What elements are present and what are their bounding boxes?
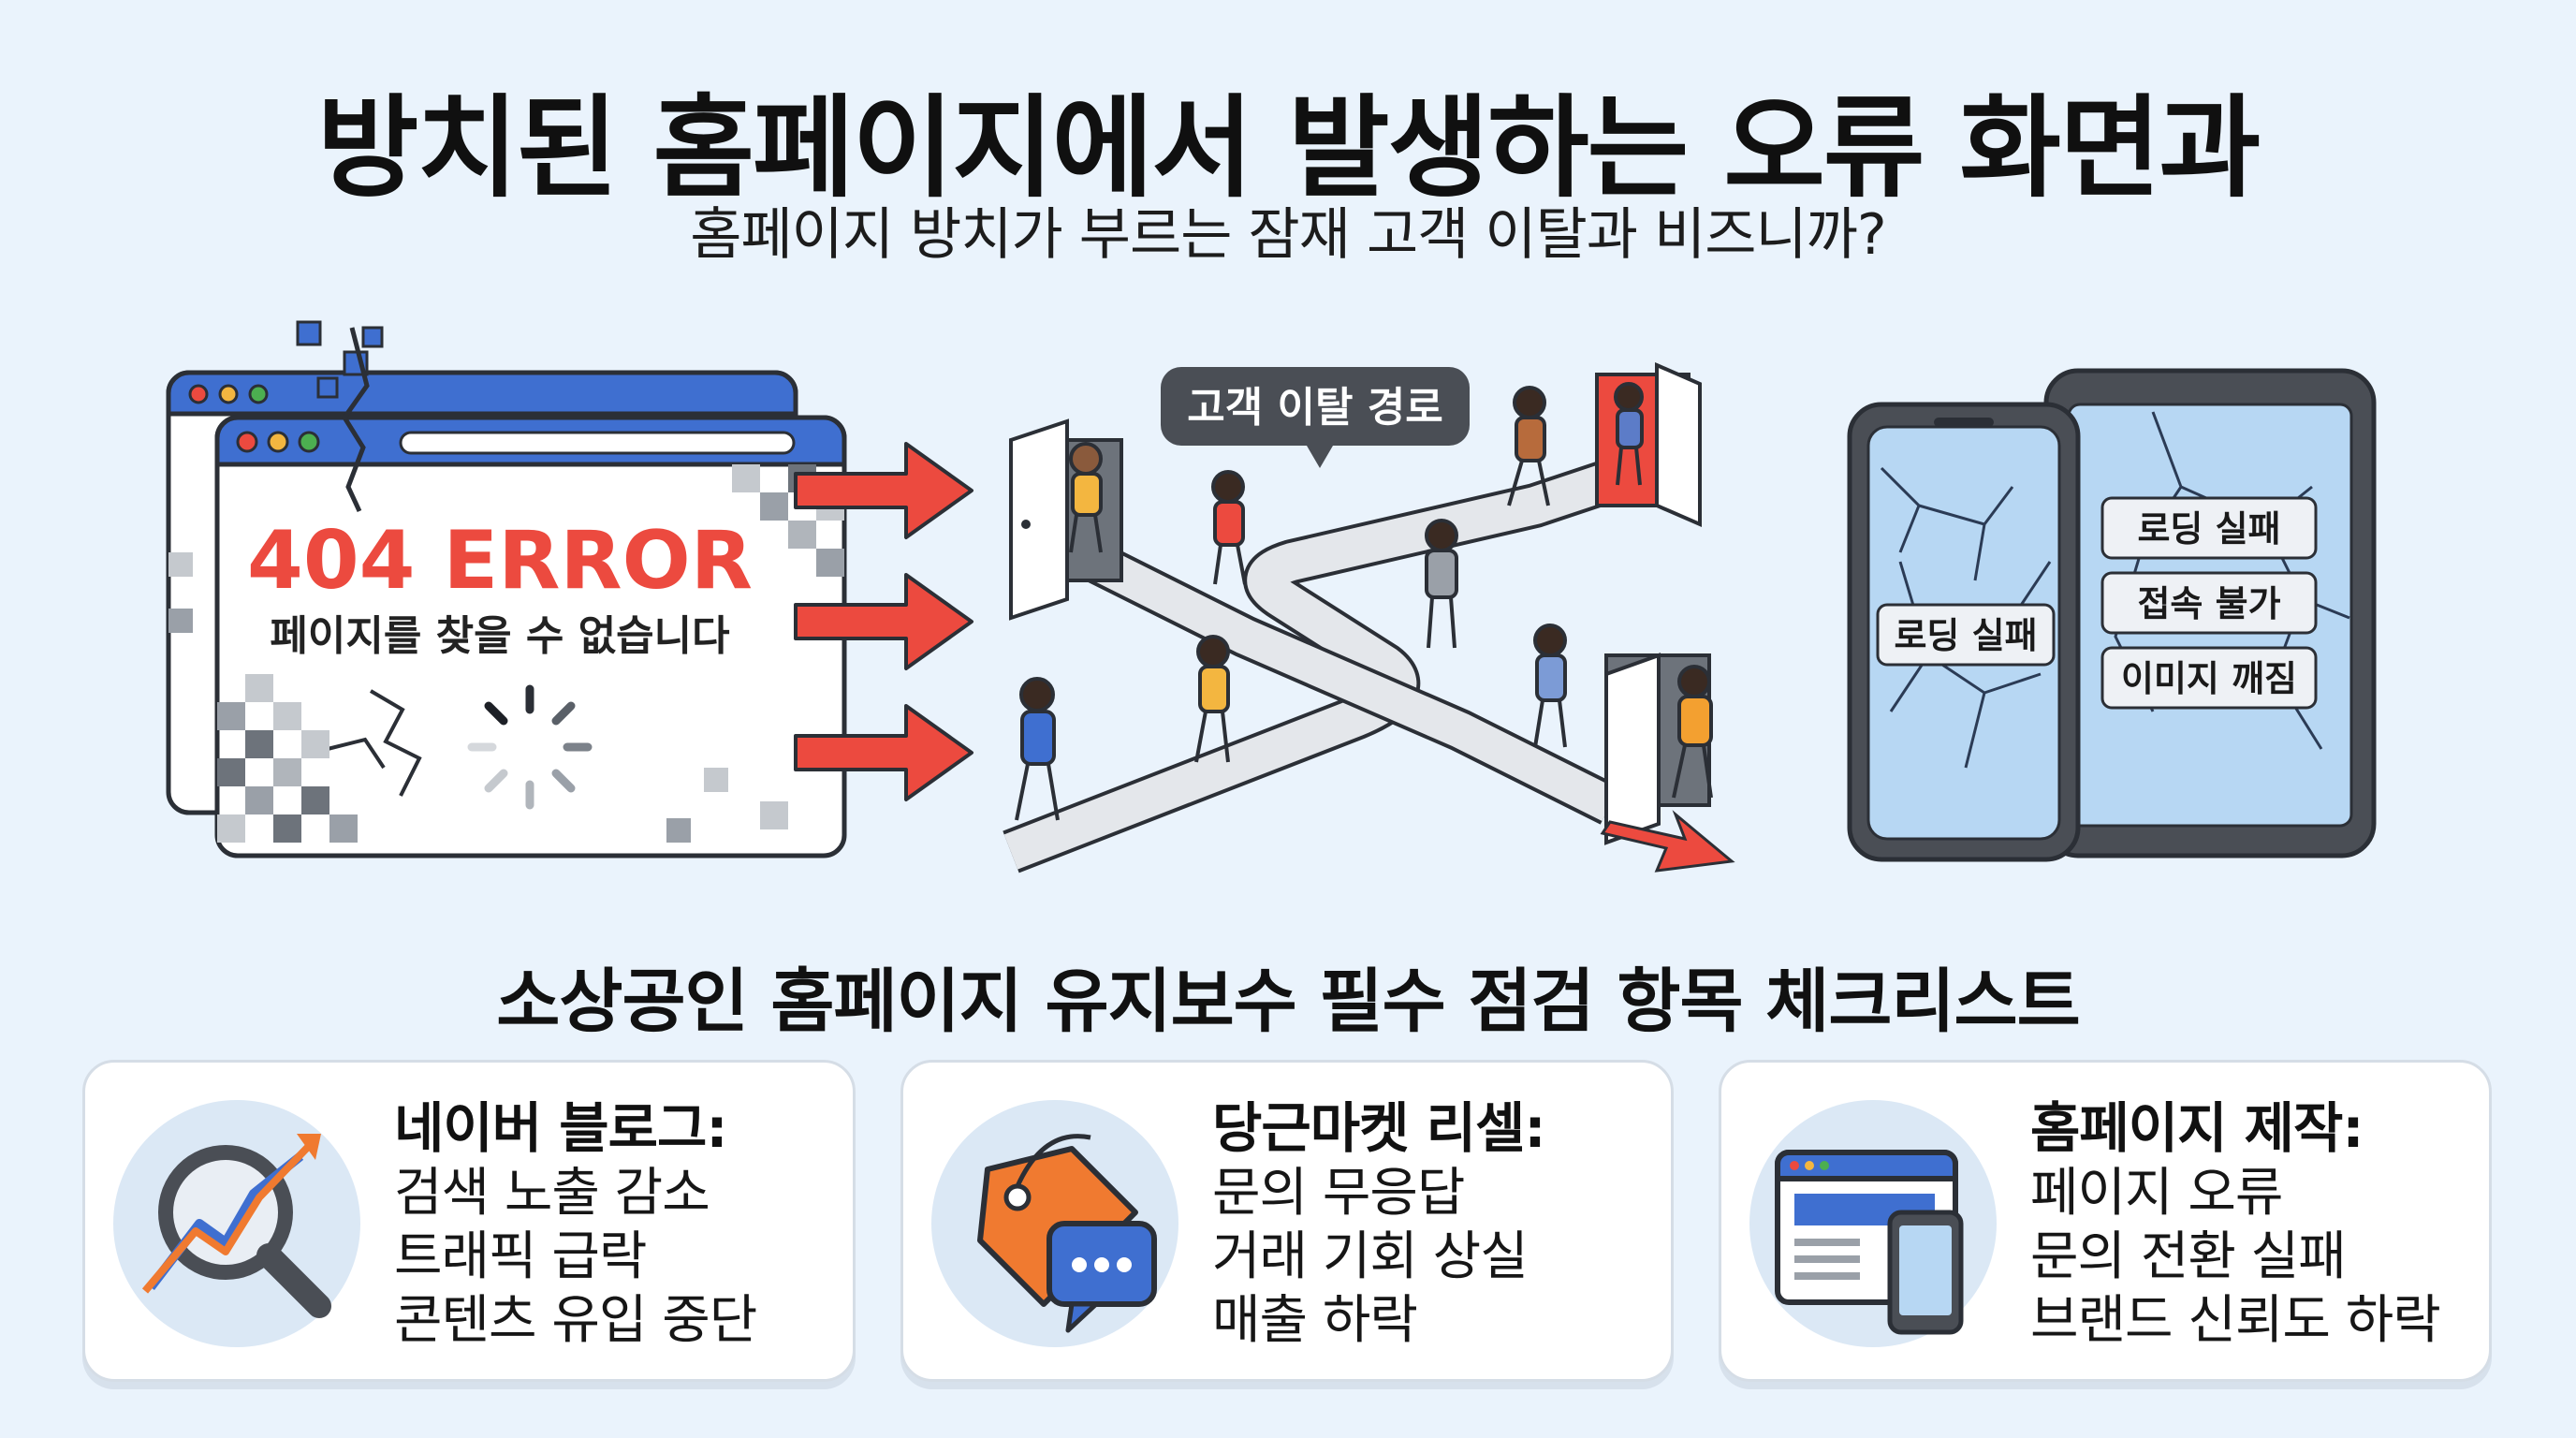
red-arrows [794, 442, 973, 801]
checklist-card-naver-blog: 네이버 블로그: 검색 노출 감소 트래픽 급락 콘텐츠 유입 중단 [82, 1060, 856, 1382]
card-heading: 네이버 블로그: [394, 1096, 728, 1160]
card-line: 브랜드 신뢰도 하락 [2030, 1290, 2441, 1351]
card-line: 거래 기회 상실 [1212, 1226, 1529, 1287]
card-line: 문의 전환 실패 [2030, 1226, 2347, 1287]
exit-path-label-bubble: 고객 이탈 경로 [1161, 367, 1470, 468]
customer-exit-path-illustration: 고객 이탈 경로 [1003, 361, 1735, 873]
tablet-status-label: 로딩 실패 [2137, 508, 2280, 550]
exit-path-label: 고객 이탈 경로 [1187, 384, 1443, 432]
checklist-card-karrot-resell: 당근마켓 리셀: 문의 무응답 거래 기회 상실 매출 하락 [900, 1060, 1674, 1382]
cracked-devices-illustration: 로딩 실패 로딩 실패 접속 불가 이미지 깨짐 [1847, 368, 2377, 862]
card-heading: 당근마켓 리셀: [1212, 1096, 1546, 1160]
arrow-right-icon [794, 573, 973, 670]
card-line: 콘텐츠 유입 중단 [394, 1290, 757, 1351]
card-line: 매출 하락 [1212, 1290, 1418, 1351]
broken-browser-illustration: 404 ERROR 페이지를 찾을 수 없습니다 [166, 320, 847, 858]
card-line: 검색 노출 감소 [394, 1163, 710, 1224]
card-line: 트래픽 급락 [394, 1226, 647, 1287]
checklist-card-homepage-build: 홈페이지 제작: 페이지 오류 문의 전환 실패 브랜드 신뢰도 하락 [1719, 1060, 2492, 1382]
card-line: 문의 무응답 [1212, 1163, 1465, 1224]
error-code-text: 404 ERROR [247, 514, 753, 608]
hero-illustration: 404 ERROR 페이지를 찾을 수 없습니다 [166, 320, 2377, 873]
arrow-right-icon [794, 442, 973, 539]
arrow-right-icon [794, 704, 973, 801]
phone-status-label: 로딩 실패 [1894, 615, 2037, 656]
page-title: 방치된 홈페이지에서 발생하는 오류 화면과 [316, 83, 2261, 213]
tablet-status-label: 접속 불가 [2137, 583, 2280, 624]
card-line: 페이지 오류 [2030, 1163, 2283, 1224]
magnifier-chart-icon [113, 1100, 360, 1347]
section-title: 소상공인 홈페이지 유지보수 필수 점검 항목 체크리스트 [496, 961, 2080, 1042]
website-mobile-icon [1749, 1100, 1997, 1347]
tablet-status-label: 이미지 깨짐 [2121, 658, 2297, 699]
price-tag-chat-icon [931, 1100, 1178, 1347]
page-subtitle: 홈페이지 방치가 부르는 잠재 고객 이탈과 비즈니까? [690, 202, 1886, 268]
error-message-text: 페이지를 찾을 수 없습니다 [270, 612, 729, 660]
loading-spinner-icon [467, 684, 593, 810]
card-heading: 홈페이지 제작: [2030, 1096, 2364, 1160]
